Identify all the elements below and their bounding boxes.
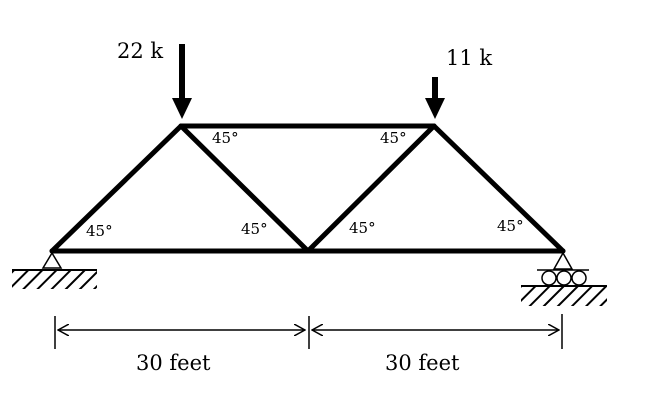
ground-hatch-right [521,287,607,306]
right-end-diagonal [431,123,566,254]
dimension-lines [54,314,563,349]
angle-label-top-left: 45° [212,129,239,147]
angle-label-bottom-mid-right: 45° [349,219,376,237]
left-end-diagonal [49,123,184,254]
angle-label-top-right: 45° [380,129,407,147]
roller-2 [556,270,572,286]
roller-3 [571,270,587,286]
load-label-right: 11 k [446,46,492,70]
dimension-label-left: 30 feet [136,351,211,375]
load-label-left: 22 k [117,39,163,63]
ground-hatch-left [12,271,97,289]
pin-support [12,251,97,289]
truss-members [49,123,566,254]
dimension-label-right: 30 feet [385,351,460,375]
left-inner-diagonal [178,123,311,254]
angle-label-right-support: 45° [497,217,524,235]
load-arrow-right [425,77,445,119]
angle-label-left-support: 45° [86,222,113,240]
angle-label-bottom-mid-left: 45° [241,220,268,238]
roller-support [521,251,607,306]
roller-1 [541,270,557,286]
right-inner-diagonal [305,123,437,254]
load-arrow-left [172,44,192,119]
